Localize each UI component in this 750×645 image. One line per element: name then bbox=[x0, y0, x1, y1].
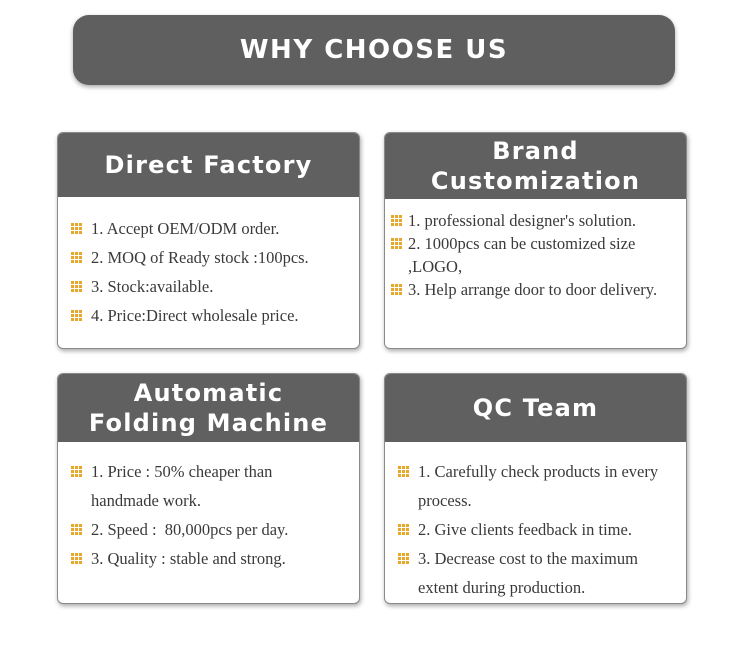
card-title: Brand Customization bbox=[385, 133, 686, 199]
list-item: 2. Speed : 80,000pcs per day. bbox=[71, 515, 349, 544]
list-item-text: 3. Help arrange door to door delivery. bbox=[408, 280, 658, 299]
list-item: 3. Quality : stable and strong. bbox=[71, 544, 349, 573]
list-item: 3. Help arrange door to door delivery. bbox=[391, 278, 676, 301]
list-item-text: 2. MOQ of Ready stock :100pcs. bbox=[91, 248, 309, 267]
grid-bullet-icon bbox=[391, 284, 402, 295]
grid-bullet-icon bbox=[398, 466, 409, 477]
grid-bullet-icon bbox=[71, 310, 82, 321]
list-item-text: 4. Price:Direct wholesale price. bbox=[91, 306, 299, 325]
list-item: 2. MOQ of Ready stock :100pcs. bbox=[71, 243, 349, 272]
list-item: 1. Accept OEM/ODM order. bbox=[71, 214, 349, 243]
list-item-text: 1. Accept OEM/ODM order. bbox=[91, 219, 280, 238]
card-qc-team: QC Team 1. Carefully check products in e… bbox=[384, 373, 687, 604]
list-item-text: 2. 1000pcs can be customized size ,LOGO, bbox=[408, 234, 636, 276]
list-item: 4. Price:Direct wholesale price. bbox=[71, 301, 349, 330]
list-item-text: 2. Give clients feedback in time. bbox=[418, 520, 632, 539]
grid-bullet-icon bbox=[71, 281, 82, 292]
grid-bullet-icon bbox=[71, 223, 82, 234]
list-item: 1. Carefully check products in every pro… bbox=[398, 457, 676, 515]
list-item: 2. Give clients feedback in time. bbox=[398, 515, 676, 544]
card-title: Direct Factory bbox=[58, 133, 359, 197]
banner-title: WHY CHOOSE US bbox=[239, 35, 509, 65]
grid-bullet-icon bbox=[71, 553, 82, 564]
grid-bullet-icon bbox=[71, 466, 82, 477]
list-item: 3. Decrease cost to the maximum extent d… bbox=[398, 544, 676, 602]
list-item-text: 2. Speed : 80,000pcs per day. bbox=[91, 520, 289, 539]
list-item: 3. Stock:available. bbox=[71, 272, 349, 301]
why-choose-us-banner: WHY CHOOSE US bbox=[73, 15, 675, 85]
list-item-text: 3. Stock:available. bbox=[91, 277, 214, 296]
grid-bullet-icon bbox=[398, 553, 409, 564]
list-item-text: 3. Decrease cost to the maximum extent d… bbox=[418, 549, 638, 597]
list-item-text: 3. Quality : stable and strong. bbox=[91, 549, 286, 568]
grid-bullet-icon bbox=[71, 524, 82, 535]
grid-bullet-icon bbox=[391, 215, 402, 226]
grid-bullet-icon bbox=[391, 238, 402, 249]
card-title: Automatic Folding Machine bbox=[58, 374, 359, 442]
list-item: 2. 1000pcs can be customized size ,LOGO, bbox=[391, 232, 676, 278]
card-brand-customization: Brand Customization 1. professional desi… bbox=[384, 132, 687, 349]
list-item-text: 1. Price : 50% cheaper than handmade wor… bbox=[91, 462, 273, 510]
list-item: 1. professional designer's solution. bbox=[391, 209, 676, 232]
grid-bullet-icon bbox=[71, 252, 82, 263]
list-item-text: 1. Carefully check products in every pro… bbox=[418, 462, 659, 510]
list-item: 1. Price : 50% cheaper than handmade wor… bbox=[71, 457, 349, 515]
card-title: QC Team bbox=[385, 374, 686, 442]
list-item-text: 1. professional designer's solution. bbox=[408, 211, 636, 230]
grid-bullet-icon bbox=[398, 524, 409, 535]
card-direct-factory: Direct Factory 1. Accept OEM/ODM order. … bbox=[57, 132, 360, 349]
card-automatic-folding-machine: Automatic Folding Machine 1. Price : 50%… bbox=[57, 373, 360, 604]
